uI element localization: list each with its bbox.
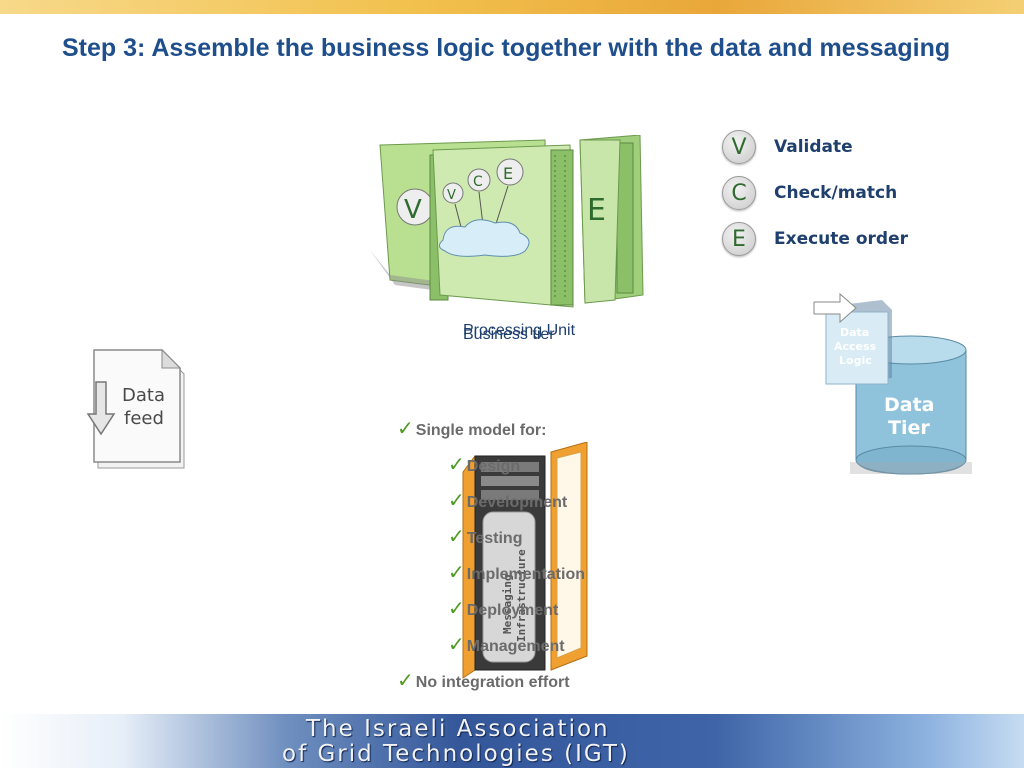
footer-banner: The Israeli Association of Grid Technolo…	[0, 714, 1024, 768]
checklist-item: ✓ Design	[448, 452, 521, 476]
svg-text:Data: Data	[840, 326, 869, 339]
e-badge-icon: E	[722, 222, 756, 256]
page-title: Step 3: Assemble the business logic toge…	[62, 34, 951, 62]
data-tier-label-2: Tier	[888, 417, 930, 439]
data-feed-label-2: feed	[124, 408, 164, 429]
data-feed-document-icon: Data feed	[86, 348, 185, 469]
svg-text:V: V	[447, 188, 456, 203]
svg-text:E: E	[503, 164, 513, 183]
legend-label-execute-order: Execute order	[774, 229, 909, 249]
legend-label-check-match: Check/match	[774, 183, 898, 203]
down-arrow-icon	[86, 381, 116, 436]
checklist-item: ✓ Management	[448, 632, 565, 656]
checkmark-icon: ✓	[448, 596, 465, 620]
checkmark-icon: ✓	[397, 668, 414, 692]
svg-text:C: C	[473, 174, 483, 190]
messaging-rack-graphic: Messaging Infrastructure	[462, 442, 588, 679]
legend-check-match: C Check/match	[722, 176, 897, 210]
v-badge-icon: V	[722, 130, 756, 164]
cloud-icon	[439, 219, 530, 257]
server-middle: V C E	[432, 144, 574, 308]
server-back: E	[579, 135, 644, 304]
checklist-heading: Single model for:	[415, 422, 547, 439]
business-tier-label: Business tier	[463, 326, 555, 343]
checkmark-icon: ✓	[448, 632, 465, 656]
checkmark-icon: ✓	[448, 452, 465, 476]
messaging-label-1: Messaging	[501, 574, 514, 634]
right-arrow-icon	[813, 292, 857, 324]
checkmark-icon: ✓	[448, 560, 465, 584]
svg-text:Access: Access	[834, 340, 877, 353]
checklist-footer-item: ✓ No integration effort	[397, 668, 570, 692]
top-accent-bar	[0, 0, 1024, 14]
server-letter-v: V	[404, 195, 422, 225]
data-access-logic-box: Data Access Logic	[813, 292, 892, 385]
checkmark-icon: ✓	[448, 488, 465, 512]
c-badge-icon: C	[722, 176, 756, 210]
checklist-item: ✓ Implementation	[448, 560, 585, 584]
footer-line-1: The Israeli Association	[306, 716, 610, 742]
messaging-label-2: Infrastructure	[515, 549, 528, 642]
checkmark-icon: ✓	[397, 416, 414, 440]
legend-execute-order: E Execute order	[722, 222, 908, 256]
data-feed-label-1: Data	[122, 385, 165, 406]
svg-text:Logic: Logic	[839, 354, 872, 367]
checklist-item: ✓ Testing	[448, 524, 523, 548]
server-letter-e: E	[587, 193, 606, 228]
checklist-item: ✓ Deployment	[448, 596, 559, 620]
checklist-item: ✓ Development	[448, 488, 568, 512]
checklist-heading-item: ✓ Single model for:	[397, 416, 546, 440]
legend-label-validate: Validate	[774, 137, 853, 157]
legend-validate: V Validate	[722, 130, 853, 164]
data-tier-graphic: Data Tier Data Access Logic	[813, 292, 972, 475]
checkmark-icon: ✓	[448, 524, 465, 548]
processing-unit-label: Processing Unit	[463, 322, 576, 339]
data-tier-label-1: Data	[884, 394, 935, 416]
footer-line-2: of Grid Technologies (IGT)	[282, 741, 630, 767]
processing-unit-servers: E V V C E	[370, 135, 644, 308]
